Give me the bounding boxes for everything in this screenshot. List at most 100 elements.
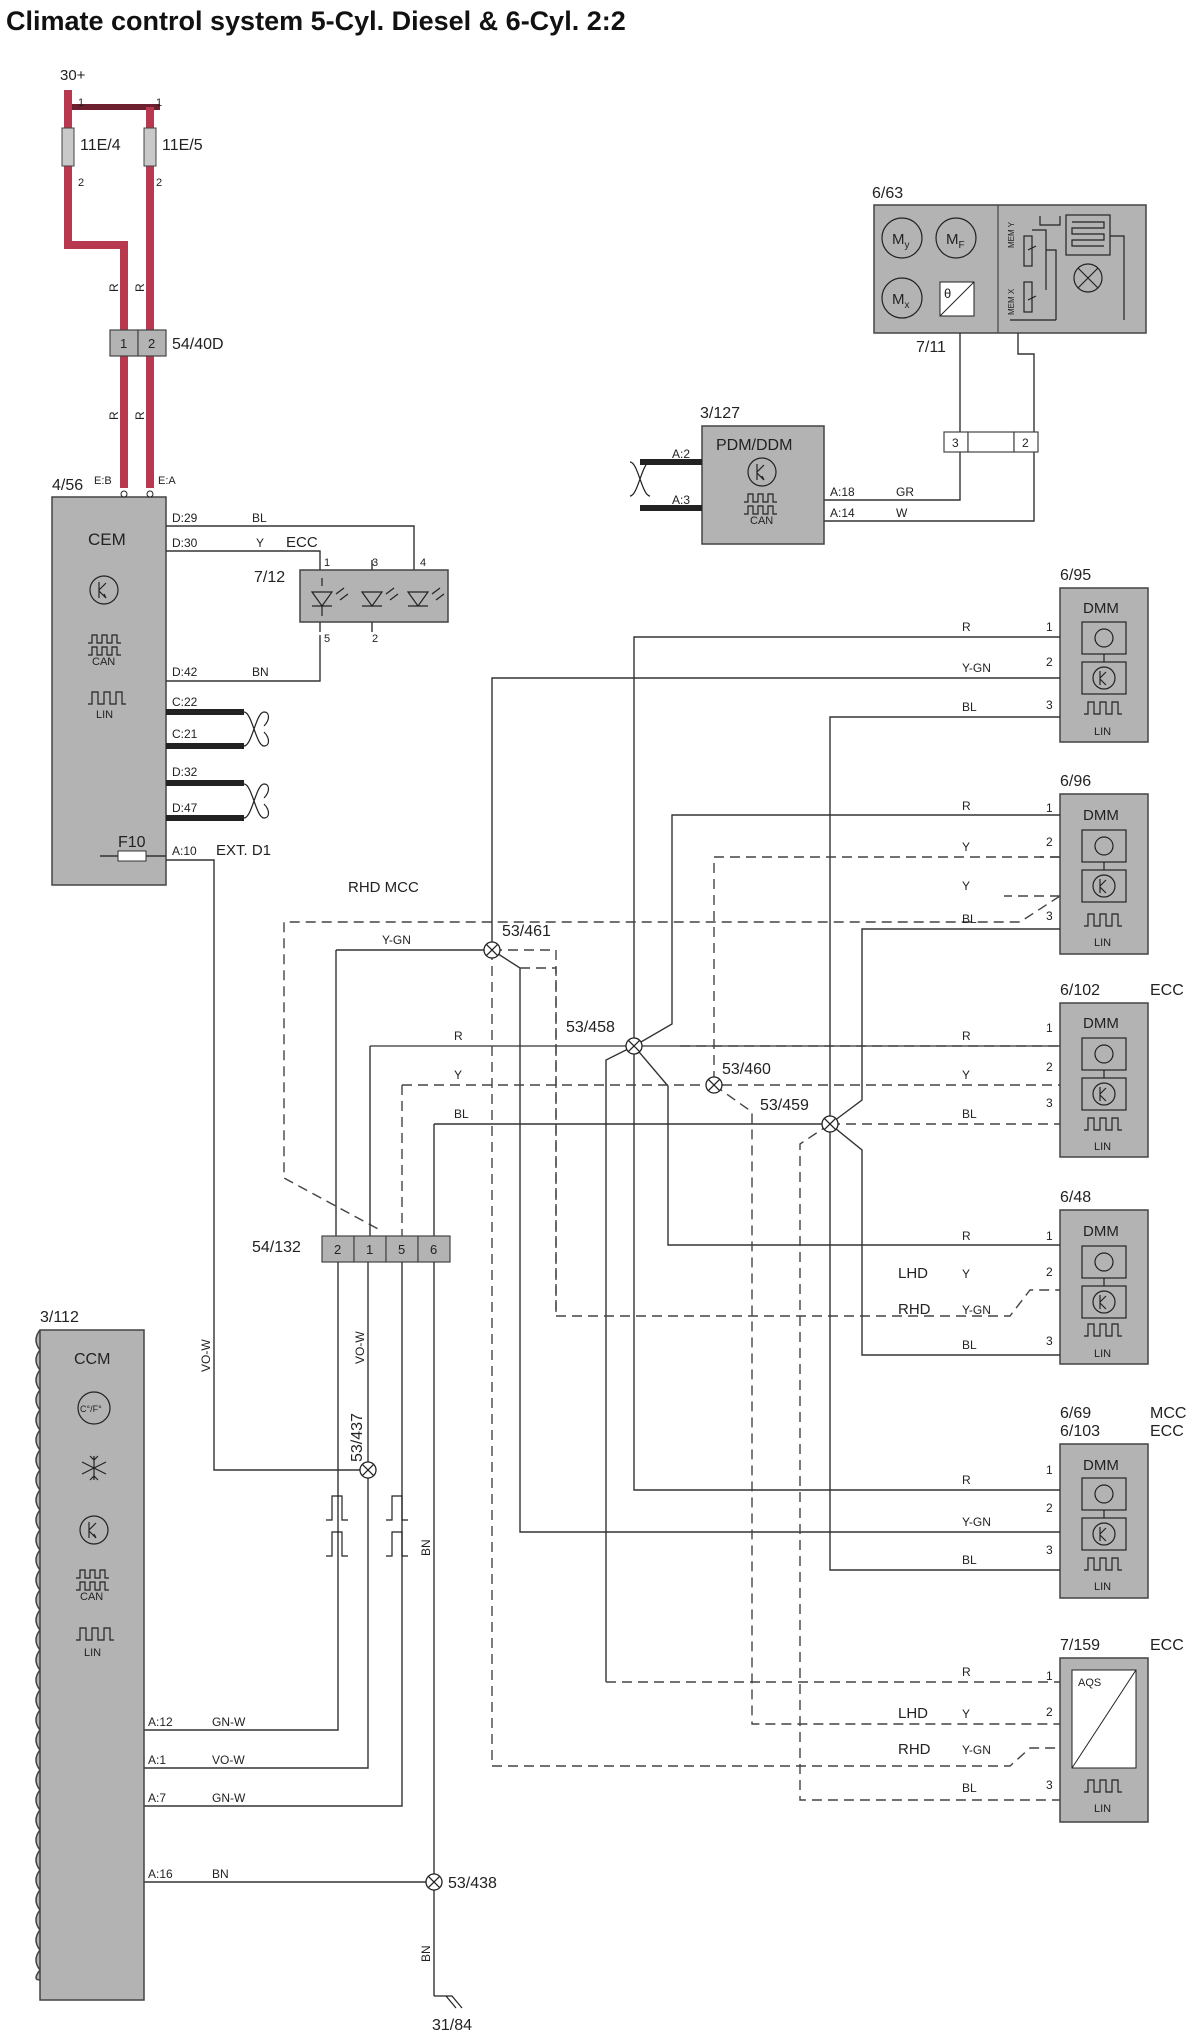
ccm-wire-bn: BN [212, 1867, 229, 1881]
connector-54-40D-pin-1: 1 [120, 336, 127, 351]
dmm-6-95-pin-2: 2 [1046, 655, 1053, 669]
fuse-11E4-body [61, 127, 75, 167]
ccm-wire-gnw-2: GN-W [212, 1791, 246, 1805]
dmm-6-95-pin-1: 1 [1046, 620, 1053, 634]
dmm-6-96-lin: LIN [1094, 937, 1111, 949]
ground-label: 31/84 [432, 2017, 472, 2034]
wire-red-1 [64, 90, 128, 488]
connector-54-132-pin-5: 5 [398, 1242, 405, 1257]
splice-53-458-label: 53/458 [566, 1019, 615, 1036]
dmm-6-69-pin-3: 3 [1046, 1543, 1053, 1557]
dmm-6-69-name: DMM [1083, 1457, 1119, 1474]
led-pin-1: 1 [324, 557, 330, 569]
cem-pin-d29: D:29 [172, 511, 198, 525]
ccm-lin-label: LIN [84, 1647, 101, 1659]
fuse-11E5-pin-out: 2 [156, 177, 162, 189]
dmm-6-102-pin-2: 2 [1046, 1060, 1053, 1074]
connector-54-132: 54/132 2 1 5 6 [252, 1235, 451, 1263]
cem-pin-c21: C:21 [172, 727, 198, 741]
connector-54-132-label: 54/132 [252, 1239, 301, 1256]
splice-53-461-label: 53/461 [502, 923, 551, 940]
wire-label-vow-1: VO-W [199, 1339, 213, 1372]
led-panel-7-12-id: 7/12 [254, 569, 285, 586]
wire-label-bn-1: BN [419, 1539, 433, 1556]
cem-pin-a10: A:10 [172, 844, 197, 858]
dmm-6-102-r: R [962, 1029, 971, 1043]
wire-d30-y: Y [256, 536, 264, 550]
aqs-name: AQS [1078, 1677, 1101, 1689]
wire-d29-bl: BL [252, 511, 267, 525]
cem-pin-d47: D:47 [172, 801, 198, 815]
cem-pin-d42: D:42 [172, 665, 198, 679]
dmm-6-69-6-103: 6/69 6/103 MCC ECC DMM LIN 1 2 3 [1046, 1405, 1186, 1599]
dmm-6-48-pin-3: 3 [1046, 1334, 1053, 1348]
dmm-6-102-bl: BL [962, 1107, 977, 1121]
connector-3-2-pin-3: 3 [952, 436, 959, 450]
led-pin-4: 4 [420, 557, 426, 569]
snowflake-icon [81, 1455, 107, 1481]
dmm-6-48-lin: LIN [1094, 1348, 1111, 1360]
dmm-6-48-rhd: RHD [898, 1301, 931, 1318]
connector-3-2: 3 2 [943, 431, 1039, 453]
dmm-6-69-ygn: Y-GN [962, 1515, 991, 1529]
mem-y-label: MEM Y [1007, 221, 1016, 248]
dmm-6-48-pin-2: 2 [1046, 1265, 1053, 1279]
dmm-6-48-lhd: LHD [898, 1265, 928, 1282]
aqs-rhd: RHD [898, 1741, 931, 1758]
wire-label-r-1: R [107, 283, 121, 292]
wire-a18-gr: GR [896, 485, 914, 499]
pdm-can-label: CAN [750, 515, 773, 527]
connector-54-132-pin-2: 2 [334, 1242, 341, 1257]
dmm-6-96-r: R [962, 799, 971, 813]
connector-54-40D-pin-2: 2 [148, 336, 155, 351]
dmm-6-69-r: R [962, 1473, 971, 1487]
dmm-6-48-name: DMM [1083, 1223, 1119, 1240]
dmm-6-96-pin-3: 3 [1046, 909, 1053, 923]
fuse-11E5-body [143, 127, 157, 167]
splice-53-461-icon [483, 941, 501, 959]
cem-ecc-label: ECC [286, 534, 318, 551]
dmm-6-69-tag: MCC [1150, 1405, 1186, 1422]
pdm-pin-a14: A:14 [830, 506, 855, 520]
dmm-6-95-lin: LIN [1094, 726, 1111, 738]
connector-54-40D-label: 54/40D [172, 336, 224, 353]
sensor-7-11-id: 7/11 [916, 339, 946, 356]
connector-3-2-pin-2: 2 [1022, 436, 1029, 450]
dmm-6-96-y: Y [962, 840, 970, 854]
dmm-6-69-bl: BL [962, 1553, 977, 1567]
ccm-module: 3/112 CCM C°/F° CAN LIN [35, 1309, 145, 2001]
ccm-temp-label: C°/F° [80, 1404, 102, 1414]
cem-fuse-f10-icon [117, 850, 147, 862]
splice-53-437-icon [359, 1461, 377, 1479]
aqs-r: R [962, 1665, 971, 1679]
dmm-6-103-id: 6/103 [1060, 1423, 1100, 1440]
splice-53-438-icon [425, 1873, 443, 1891]
aqs-7-159: 7/159 ECC AQS LIN 1 2 3 [1046, 1637, 1184, 1823]
dmm-6-96-pin-2: 2 [1046, 835, 1053, 849]
dmm-6-48: 6/48 DMM LIN 1 2 3 [1046, 1189, 1149, 1365]
dmm-6-96-name: DMM [1083, 807, 1119, 824]
cem-id: 4/56 [52, 477, 83, 494]
temp-unit-icon [77, 1391, 111, 1425]
splice-53-438-label: 53/438 [448, 1875, 497, 1892]
aqs-tag: ECC [1150, 1637, 1184, 1654]
actuator-6-63-id: 6/63 [872, 185, 903, 202]
dmm-6-102-tag: ECC [1150, 982, 1184, 999]
connector-54-132-pin-6: 6 [430, 1242, 437, 1257]
wire-label-bl-main: BL [454, 1107, 469, 1121]
aqs-lin: LIN [1094, 1803, 1111, 1815]
aqs-pin-2: 2 [1046, 1705, 1053, 1719]
ccm-pin-a1: A:1 [148, 1753, 166, 1767]
cem-pin-eb: E:B [94, 475, 112, 487]
fuse-11E5-label: 11E/5 [162, 137, 203, 154]
connector-54-132-pin-1: 1 [366, 1242, 373, 1257]
dmm-6-69-id: 6/69 [1060, 1405, 1091, 1422]
cem-can-label: CAN [92, 656, 115, 668]
dmm-6-95-name: DMM [1083, 600, 1119, 617]
dmm-6-96-pin-1: 1 [1046, 801, 1053, 815]
pdm-id: 3/127 [700, 405, 740, 422]
led-pin-5: 5 [324, 633, 330, 645]
led-pin-3: 3 [372, 557, 378, 569]
dmm-6-48-ygn: Y-GN [962, 1303, 991, 1317]
